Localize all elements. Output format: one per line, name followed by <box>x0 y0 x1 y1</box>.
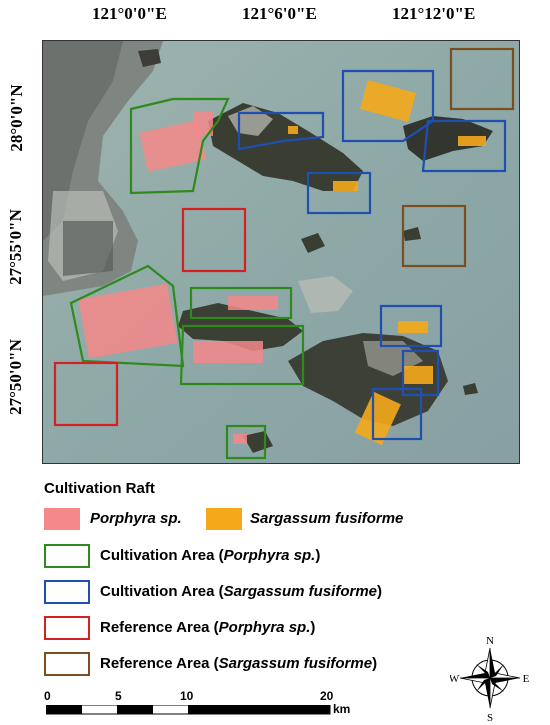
sargassum-rafts <box>288 80 486 446</box>
compass-w: W <box>450 673 460 685</box>
compass-s: S <box>487 712 493 722</box>
scale-unit: km <box>333 702 351 716</box>
islet-east <box>403 227 421 241</box>
legend-label-cultivation-sargassum: Cultivation Area (Sargassum fusiforme) <box>100 583 383 600</box>
cultivation-areas-porphyra <box>69 97 305 460</box>
cultivation-areas-sargassum <box>237 69 507 441</box>
latitude-label-2: 27°55'0"N <box>6 209 25 285</box>
legend-label-reference-porphyra: Reference Area (Porphyra sp.) <box>100 619 316 636</box>
legend-title: Cultivation Raft <box>44 480 155 497</box>
longitude-label-3: 121°12'0"E <box>392 4 476 23</box>
legend-swatch-reference-sargassum <box>44 652 90 676</box>
legend-swatch-porphyra-raft <box>44 508 80 530</box>
legend-swatch-cultivation-porphyra <box>44 544 90 568</box>
reclaimed-land <box>298 276 353 313</box>
islet-center <box>301 233 325 253</box>
reference-areas-porphyra <box>53 207 247 427</box>
compass-n: N <box>486 635 494 647</box>
compass-rose-icon: N S E W <box>450 635 530 722</box>
legend-swatch-reference-porphyra <box>44 616 90 640</box>
scale-label-20: 20 <box>320 689 334 703</box>
legend-label-cultivation-porphyra: Cultivation Area (Porphyra sp.) <box>100 547 321 564</box>
latitude-label-3: 27°50'0"N <box>6 339 25 415</box>
reference-areas-sargassum <box>401 47 515 268</box>
legend-swatch-sargassum-raft <box>206 508 242 530</box>
scale-label-10: 10 <box>180 689 194 703</box>
compass-e: E <box>523 673 530 685</box>
islet-far-east <box>463 383 478 395</box>
scale-label-5: 5 <box>115 689 122 703</box>
longitude-label-1: 121°0'0"E <box>92 4 167 23</box>
legend-label-reference-sargassum: Reference Area (Sargassum fusiforme) <box>100 655 378 672</box>
longitude-label-2: 121°6'0"E <box>242 4 317 23</box>
islet-north <box>138 49 161 67</box>
latitude-label-1: 28°0'0"N <box>7 84 26 152</box>
porphyra-rafts <box>78 111 278 444</box>
legend-swatch-cultivation-sargassum <box>44 580 90 604</box>
scale-bar <box>46 705 331 715</box>
scale-label-0: 0 <box>44 689 51 703</box>
map-svg <box>43 41 519 463</box>
legend-label-porphyra-raft: Porphyra sp. <box>90 510 182 527</box>
legend-label-sargassum-raft: Sargassum fusiforme <box>250 510 404 527</box>
satellite-map <box>42 40 520 464</box>
mudflat-area <box>63 221 113 276</box>
